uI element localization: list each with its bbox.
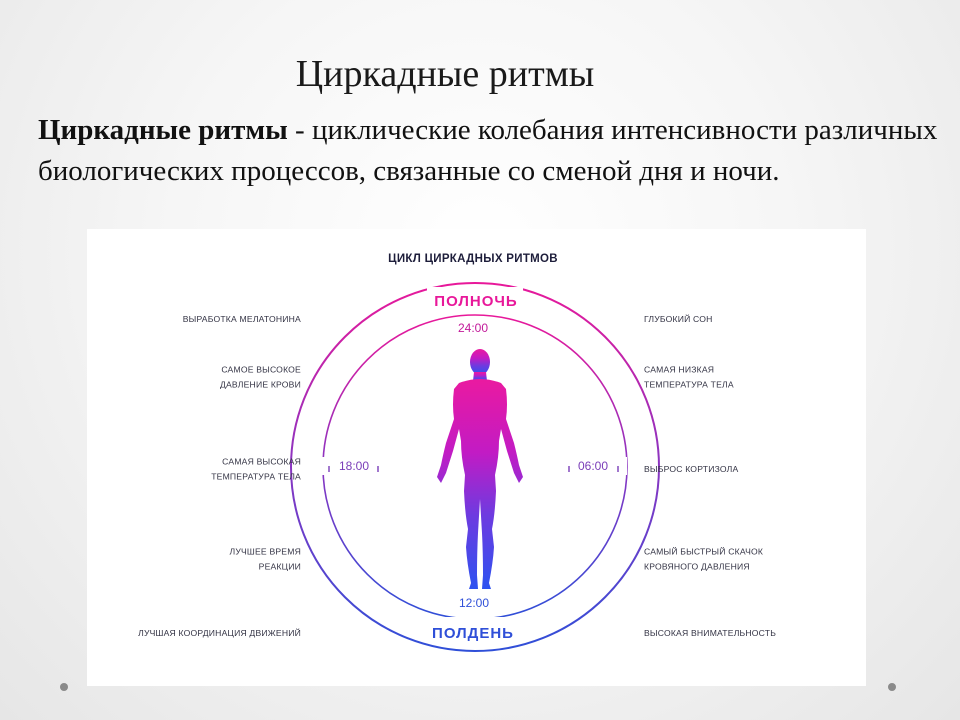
circadian-diagram-svg: ЦИКЛ ЦИРКАДНЫХ РИТМОВ ПОЛНОЧЬ ПОЛДЕНЬ 24… xyxy=(138,253,776,652)
time-12: 12:00 xyxy=(459,596,489,610)
left-label-1: ВЫРАБОТКА МЕЛАТОНИНА xyxy=(183,314,301,324)
midnight-label: ПОЛНОЧЬ xyxy=(434,293,517,310)
time-18: 18:00 xyxy=(339,459,369,473)
bullet-dot-left xyxy=(60,683,68,691)
outer-ring xyxy=(290,282,660,652)
circadian-diagram: ЦИКЛ ЦИРКАДНЫХ РИТМОВ ПОЛНОЧЬ ПОЛДЕНЬ 24… xyxy=(87,229,866,686)
definition-text: - циклические колебания интенсивности ра… xyxy=(38,114,938,187)
right-label-1: ГЛУБОКИЙ СОН xyxy=(644,313,713,324)
left-label-5: ЛУЧШАЯ КООРДИНАЦИЯ ДВИЖЕНИЙ xyxy=(138,627,301,638)
time-06: 06:00 xyxy=(578,459,608,473)
noon-label: ПОЛДЕНЬ xyxy=(432,625,514,642)
definition-term: Циркадные ритмы xyxy=(38,114,288,146)
time-24: 24:00 xyxy=(458,321,488,335)
definition-paragraph: Циркадные ритмы - циклические колебания … xyxy=(38,110,938,192)
bullet-dot-right xyxy=(888,683,896,691)
slide-title: Циркадные ритмы xyxy=(295,53,595,95)
right-label-3: ВЫБРОС КОРТИЗОЛА xyxy=(644,464,738,474)
human-figure-icon xyxy=(437,349,523,589)
right-label-5: ВЫСОКАЯ ВНИМАТЕЛЬНОСТЬ xyxy=(644,628,776,638)
diagram-title: ЦИКЛ ЦИРКАДНЫХ РИТМОВ xyxy=(388,253,558,265)
